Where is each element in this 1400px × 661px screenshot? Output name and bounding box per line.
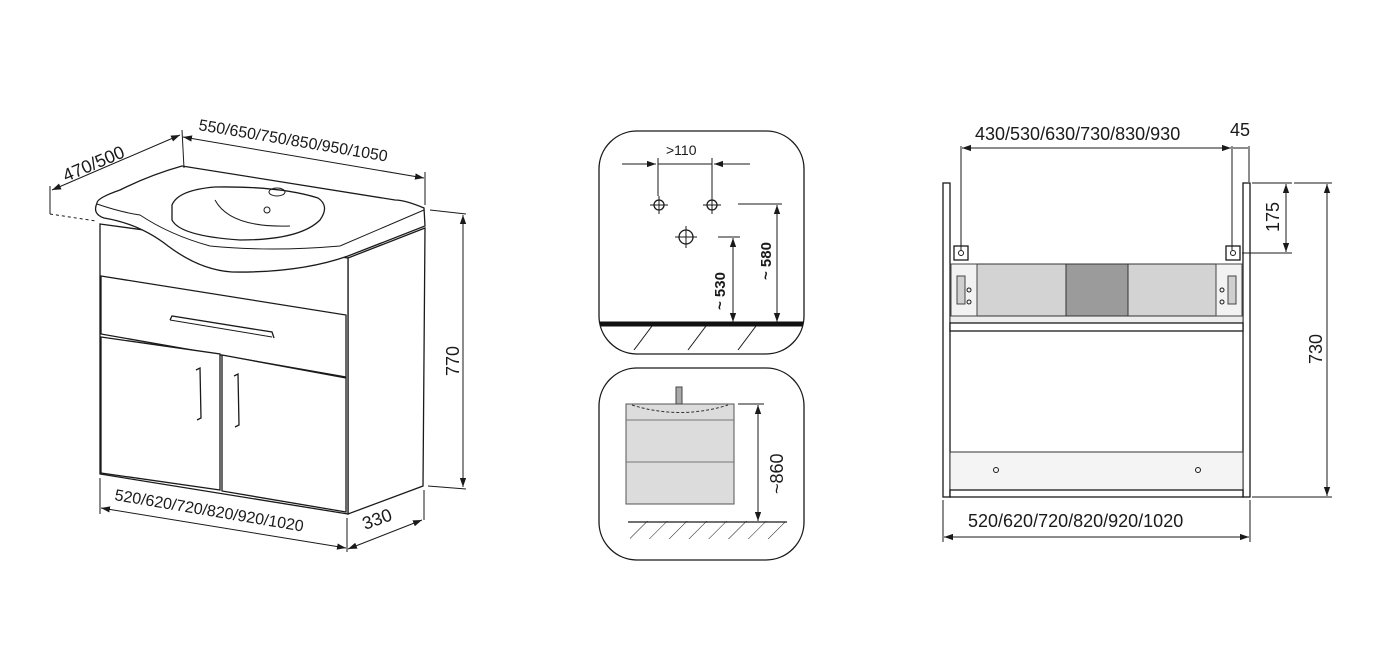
- side-panel-right: [1242, 182, 1251, 498]
- inner-width-label: 430/530/630/730/830/930: [975, 124, 1180, 144]
- faucet-hole: [268, 187, 286, 197]
- door-handle-right: [233, 372, 240, 428]
- body-width-dimension-line: [100, 506, 347, 550]
- top-height-label: ~860: [767, 453, 787, 494]
- cabinet-door-left: [100, 336, 221, 491]
- drain-point: [675, 226, 697, 248]
- height-label: 770: [443, 346, 463, 376]
- plumbing-detail-panel: >110 ~ 530 ~ 580: [598, 130, 805, 355]
- drawer-handle: [169, 315, 275, 339]
- offset-label: 45: [1230, 120, 1250, 140]
- sink-width-dimension-line: [182, 135, 425, 180]
- body-depth-dimension-line: [347, 519, 423, 550]
- rear-height-label: 730: [1306, 334, 1326, 364]
- depth-label: 470/500: [60, 142, 128, 186]
- supply-point-left: [650, 196, 668, 214]
- mini-faucet: [675, 386, 683, 405]
- sink-width-label: 550/650/750/850/950/1050: [197, 117, 389, 165]
- body-depth-label: 330: [360, 505, 395, 534]
- door-handle-left: [195, 366, 202, 421]
- vanity-cabinet-drawing: 470/500 550/650/750/850/950/1050 770 520…: [49, 117, 467, 552]
- rear-view-drawing: 430/530/630/730/830/930 45 175 730 520/6…: [942, 120, 1332, 542]
- mini-cabinet: [625, 403, 735, 505]
- shelf-board: [949, 322, 1244, 332]
- side-panel-left: [942, 182, 951, 498]
- cabinet-drawer: [100, 275, 347, 378]
- floor-hatch: [630, 521, 785, 539]
- plumbing-detail-frame: [598, 130, 805, 355]
- depth-dimension-line: [51, 134, 181, 191]
- wall-hanger-right: [1225, 245, 1241, 261]
- supply-point-right: [703, 196, 721, 214]
- hanger-label: 175: [1263, 202, 1283, 232]
- outer-width-label: 520/620/720/820/920/1020: [968, 511, 1183, 531]
- supply-height-label: ~ 580: [758, 242, 775, 280]
- cabinet-side-panel: [347, 227, 426, 515]
- bottom-shelf: [949, 451, 1244, 491]
- install-height-panel: ~860: [598, 367, 805, 561]
- spacing-label: >110: [666, 142, 697, 158]
- drawer-center-cutout: [1065, 263, 1129, 317]
- sink-bowl: [171, 186, 326, 241]
- drain-hole: [263, 206, 271, 214]
- drain-height-label: ~ 530: [712, 272, 729, 310]
- cabinet-door-right: [221, 354, 347, 513]
